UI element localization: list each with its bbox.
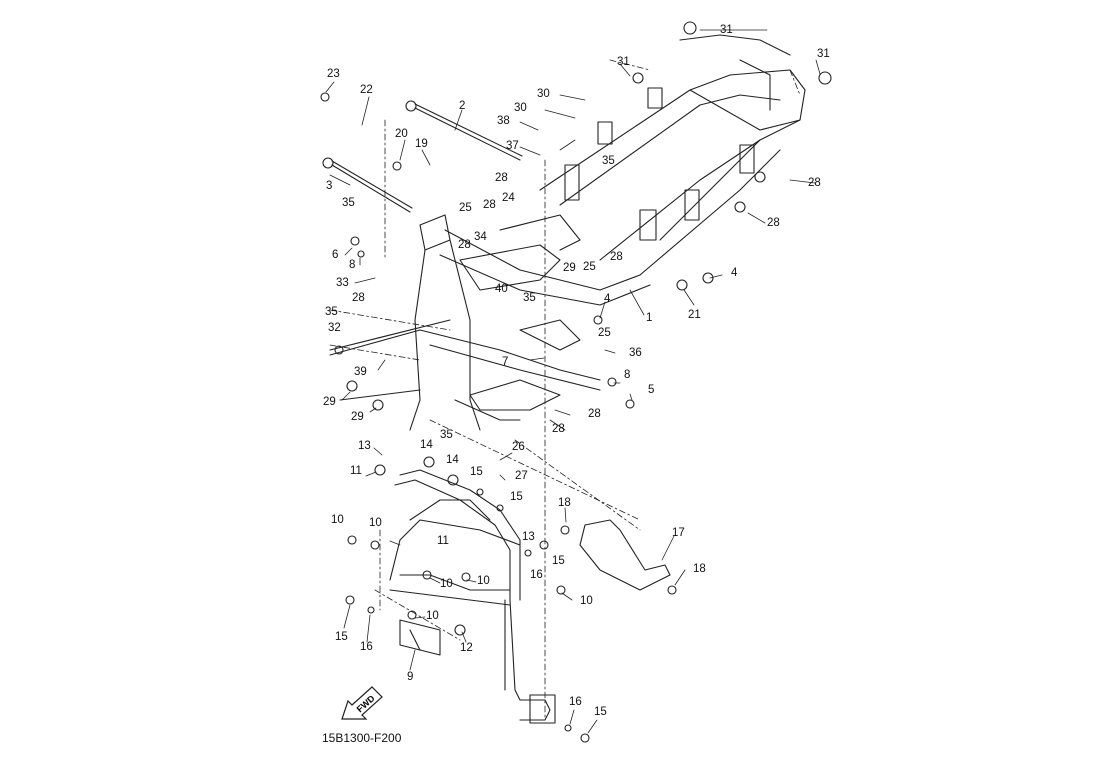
callout-36: 36 — [629, 347, 642, 359]
side-bracket-plate — [580, 520, 670, 590]
main-downtube-right — [450, 240, 470, 400]
callout-11: 11 — [437, 535, 449, 547]
main-backbone — [445, 230, 640, 290]
callout-40: 40 — [495, 283, 508, 295]
callout-8: 8 — [349, 259, 356, 271]
rear-frame-rail-left — [540, 70, 805, 240]
callout-35: 35 — [325, 306, 338, 318]
callout-28: 28 — [610, 251, 623, 263]
callout-28: 28 — [767, 217, 780, 229]
callout-20: 20 — [395, 128, 408, 140]
callout-29: 29 — [323, 396, 336, 408]
callout-17: 17 — [672, 527, 685, 539]
callout-37: 37 — [506, 140, 519, 152]
callout-6: 6 — [332, 249, 339, 261]
callout-13: 13 — [522, 531, 535, 543]
long-bolt-2 — [406, 101, 522, 160]
callout-24: 24 — [502, 192, 515, 204]
callout-31: 31 — [617, 56, 630, 68]
callout-22: 22 — [360, 84, 373, 96]
callout-16: 16 — [569, 696, 582, 708]
callout-23: 23 — [327, 68, 340, 80]
callout-10: 10 — [331, 514, 344, 526]
callout-7: 7 — [502, 356, 509, 368]
callout-19: 19 — [415, 138, 428, 150]
callout-18: 18 — [693, 563, 706, 575]
callout-27: 27 — [515, 470, 528, 482]
rear-frame-rail-right — [560, 95, 780, 205]
main-lower-rail — [420, 330, 600, 380]
callout-31: 31 — [720, 24, 733, 36]
callout-35: 35 — [523, 292, 536, 304]
callout-35: 35 — [342, 197, 355, 209]
callout-10: 10 — [477, 575, 490, 587]
callout-5: 5 — [648, 384, 655, 396]
callout-29: 29 — [351, 411, 364, 423]
callout-15: 15 — [510, 491, 523, 503]
callout-4: 4 — [731, 267, 738, 279]
callout-29: 29 — [563, 262, 576, 274]
lower-guard-tube — [400, 470, 520, 600]
callout-1: 1 — [646, 312, 653, 324]
callout-9: 9 — [407, 671, 414, 683]
callout-15: 15 — [552, 555, 565, 567]
callout-11: 11 — [350, 465, 362, 477]
callout-28: 28 — [808, 177, 821, 189]
fwd-arrow-icon: FWD — [338, 683, 388, 723]
callout-10: 10 — [369, 517, 382, 529]
callout-14: 14 — [420, 439, 433, 451]
diagram-reference-code: 15B1300-F200 — [322, 731, 402, 745]
callout-35: 35 — [440, 429, 453, 441]
callout-28: 28 — [495, 172, 508, 184]
callout-16: 16 — [360, 641, 373, 653]
rear-frame-lower-rail — [600, 140, 760, 260]
callout-15: 15 — [470, 466, 483, 478]
callout-10: 10 — [580, 595, 593, 607]
main-backbone-2 — [440, 255, 650, 305]
callout-18: 18 — [558, 497, 571, 509]
callout-30: 30 — [537, 88, 550, 100]
rear-frame-crossmember — [690, 90, 800, 130]
callout-34: 34 — [474, 231, 487, 243]
callout-30: 30 — [514, 102, 527, 114]
callout-10: 10 — [440, 578, 453, 590]
callout-28: 28 — [552, 423, 565, 435]
callout-28: 28 — [458, 239, 471, 251]
callout-15: 15 — [594, 706, 607, 718]
callout-14: 14 — [446, 454, 459, 466]
callout-12: 12 — [460, 642, 473, 654]
callout-8: 8 — [624, 369, 631, 381]
callout-38: 38 — [497, 115, 510, 127]
callout-25: 25 — [598, 327, 611, 339]
long-bolt-3 — [323, 158, 412, 212]
callout-13: 13 — [358, 440, 371, 452]
callout-39: 39 — [354, 366, 367, 378]
callout-33: 33 — [336, 277, 349, 289]
callout-28: 28 — [483, 199, 496, 211]
callout-28: 28 — [588, 408, 601, 420]
callout-10: 10 — [426, 610, 439, 622]
callout-15: 15 — [335, 631, 348, 643]
callout-28: 28 — [352, 292, 365, 304]
callout-21: 21 — [688, 309, 701, 321]
callout-26: 26 — [512, 441, 525, 453]
callout-2: 2 — [459, 100, 466, 112]
main-downtube-left — [415, 250, 425, 400]
callout-31: 31 — [817, 48, 830, 60]
callout-25: 25 — [459, 202, 472, 214]
callout-16: 16 — [530, 569, 543, 581]
steering-head — [420, 215, 450, 250]
callout-3: 3 — [326, 180, 333, 192]
callout-32: 32 — [328, 322, 341, 334]
rear-frame-lower-rail-2 — [640, 150, 780, 275]
callout-4: 4 — [604, 293, 611, 305]
callout-35: 35 — [602, 155, 615, 167]
callout-25: 25 — [583, 261, 596, 273]
